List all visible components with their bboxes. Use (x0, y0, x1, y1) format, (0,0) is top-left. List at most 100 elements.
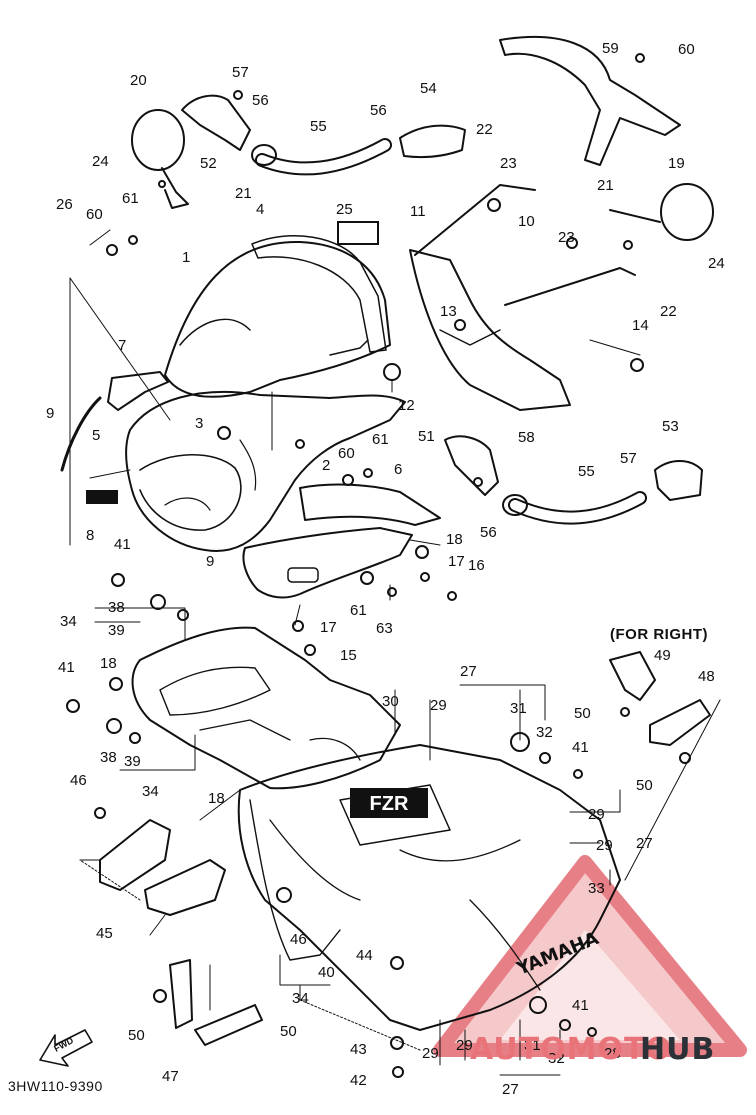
callout-9-left: 9 (46, 405, 54, 422)
bracket-49 (609, 651, 656, 701)
callout-58: 59 (602, 40, 619, 57)
callout-60-mid: 60 (338, 445, 355, 462)
callout-22-top: 22 (476, 121, 493, 138)
callout-39-bottom: 39 (124, 753, 141, 770)
callout-46-left: 46 (70, 772, 87, 789)
callout-34-top: 34 (60, 613, 77, 630)
lower-cowling-left (131, 626, 401, 790)
callout-60-low: 61 (350, 602, 367, 619)
side-panel (299, 483, 441, 526)
callout-15: 15 (340, 647, 357, 664)
callout-59: 60 (678, 41, 695, 58)
windscreen-trim (251, 235, 387, 353)
callout-3: 3 (195, 415, 203, 432)
callout-18-right: 18 (446, 531, 463, 548)
callout-30: 30 (382, 693, 399, 710)
parts-linework (39, 36, 721, 1076)
decals: FZR YAMAHA (86, 221, 602, 980)
callout-23-right: 23 (558, 229, 575, 246)
lower-side-cowling (242, 527, 413, 599)
callout-43: 43 (350, 1041, 367, 1058)
callout-13: 13 (440, 303, 457, 320)
callout-50-right-b: 50 (636, 777, 653, 794)
callout-27-bottom: 27 (502, 1081, 519, 1098)
callout-26: 26 (56, 196, 73, 213)
callout-56-top-right: 56 (370, 102, 387, 119)
callout-31-bottom: 31 (524, 1037, 541, 1054)
decal-25 (337, 221, 379, 245)
callout-6: 6 (394, 461, 402, 478)
callout-50-right-a: 50 (574, 705, 591, 722)
callout-17-low: 17 (320, 619, 337, 636)
callout-41-bottom: 41 (572, 997, 589, 1014)
callout-27-right: 27 (636, 835, 653, 852)
bracket-left (107, 371, 169, 411)
callout-57-top: 57 (232, 64, 249, 81)
callout-60-top: 60 (86, 206, 103, 223)
callout-45: 45 (96, 925, 113, 942)
callout-19: 19 (668, 155, 685, 172)
callout-34-mid: 34 (142, 783, 159, 800)
callout-32-top: 32 (536, 724, 553, 741)
air-duct-left (181, 94, 251, 151)
callout-9-lower: 9 (206, 553, 214, 570)
callout-41-left: 41 (58, 659, 75, 676)
bracket-47-upper (169, 959, 193, 1029)
callout-7: 7 (118, 337, 126, 354)
callout-50-left: 50 (128, 1027, 145, 1044)
callout-23-top: 23 (500, 155, 517, 172)
callout-50-bottom: 50 (280, 1023, 297, 1040)
callout-49: 49 (654, 647, 671, 664)
callout-32-bottom: 32 (548, 1050, 565, 1067)
callout-55-top: 55 (310, 118, 327, 135)
inner-panel-left (60, 396, 102, 472)
callout-22-right: 22 (660, 303, 677, 320)
callout-57-right: 58 (518, 429, 535, 446)
callout-12: 12 (398, 397, 415, 414)
callout-33: 33 (588, 880, 605, 897)
bracket-48 (649, 699, 711, 746)
callout-24-right: 24 (708, 255, 725, 272)
callout-27-top: 27 (460, 663, 477, 680)
callout-34-bottom: 34 (292, 990, 309, 1007)
fzr-emblem-text: FZR (370, 793, 409, 815)
callout-1: 1 (182, 249, 190, 266)
air-boot-right (654, 460, 703, 501)
upper-cowling (125, 390, 406, 552)
callout-48: 48 (698, 668, 715, 685)
callout-61-top: 61 (122, 190, 139, 207)
callout-46-bottom: 46 (290, 931, 307, 948)
bracket-45 (99, 819, 171, 891)
callout-16: 16 (468, 557, 485, 574)
callout-29-right-a: 29 (588, 806, 605, 823)
callout-47: 47 (162, 1068, 179, 1085)
callout-18-mid: 18 (208, 790, 225, 807)
callout-44: 44 (356, 947, 373, 964)
callout-53: 53 (662, 418, 679, 435)
fzr-emblem (350, 788, 428, 818)
decal-8 (86, 490, 118, 504)
callout-25: 25 (336, 201, 353, 218)
callout-10: 10 (518, 213, 535, 230)
callout-21-left: 21 (235, 185, 252, 202)
callout-24-left: 24 (92, 153, 109, 170)
watermark-text-automoto: AUTOMOTO (470, 1032, 672, 1067)
callout-2: 2 (322, 457, 330, 474)
under-cowling (237, 744, 621, 1031)
callout-28: 28 (604, 1045, 621, 1062)
fasteners (66, 53, 691, 1078)
forward-arrow (39, 1029, 93, 1067)
air-duct-right (444, 435, 499, 496)
callout-29-right-b: 29 (596, 837, 613, 854)
callout-40: 40 (318, 964, 335, 981)
callout-4: 4 (256, 201, 264, 218)
part-callouts: 1 2 3 4 5 6 7 8 9 9 10 11 12 13 14 15 16… (46, 40, 725, 1098)
windscreen (164, 240, 391, 398)
callout-18-left: 18 (100, 655, 117, 672)
drawing-code: 3HW110-9390 (8, 1078, 103, 1094)
callout-56-far-right: 57 (620, 450, 637, 467)
callout-17-right: 17 (448, 553, 465, 570)
callout-41-mid: 41 (572, 739, 589, 756)
fairing-stay (409, 249, 571, 411)
callout-29-top: 29 (430, 697, 447, 714)
